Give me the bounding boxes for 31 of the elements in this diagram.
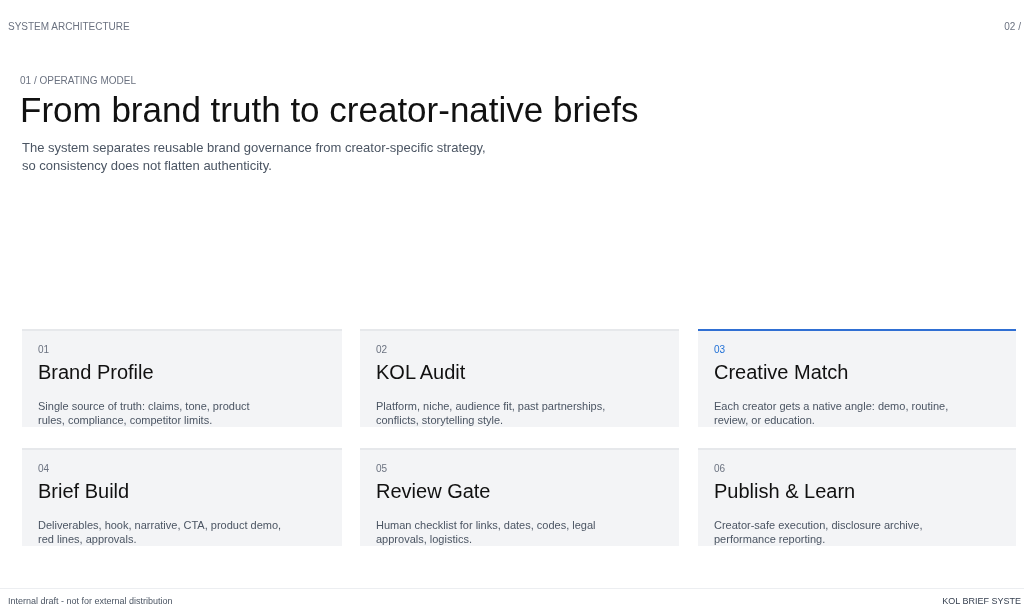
card-title: Brief Build [38, 479, 130, 503]
card-title: Review Gate [376, 479, 491, 503]
card-description: Human checklist for links, dates, codes, legal approvals, logistics. [376, 518, 597, 546]
step-card [22, 448, 342, 546]
card-description: Creator-safe execution, disclosure archive, performance reporting. [714, 518, 924, 546]
intro-paragraph: The system separates reusable brand governance from creator-specific strategy, so consistency does not flatten authenticity. [22, 139, 487, 175]
card-description: Deliverables, hook, narrative, CTA, product demo, red lines, approvals. [38, 518, 283, 546]
card-title: Publish & Learn [714, 479, 856, 503]
page-title: From brand truth to creator-native briefs [20, 90, 639, 130]
card-title: Brand Profile [38, 360, 154, 384]
card-title: Creative Match [714, 360, 849, 384]
card-title: KOL Audit [376, 360, 466, 384]
footer-label: KOL BRIEF SYSTE [942, 596, 1021, 607]
step-number: 02 [376, 344, 388, 356]
step-card [22, 329, 342, 427]
step-number: 06 [714, 463, 726, 475]
card-description: Single source of truth: claims, tone, product rules, compliance, competitor limits. [38, 399, 251, 427]
step-number: 04 [38, 463, 50, 475]
step-number: 01 [38, 344, 50, 356]
step-card [360, 329, 679, 427]
header-label: SYSTEM ARCHITECTURE [8, 21, 130, 33]
section-eyebrow: 01 / OPERATING MODEL [20, 75, 136, 87]
card-description: Each creator gets a native angle: demo, routine, review, or education. [714, 399, 950, 427]
footer-note: Internal draft - not for external distribution [8, 596, 173, 607]
step-card [360, 448, 679, 546]
step-card [698, 329, 1016, 427]
step-number: 03 [714, 344, 726, 356]
step-number: 05 [376, 463, 388, 475]
card-description: Platform, niche, audience fit, past partnerships, conflicts, storytelling style. [376, 399, 607, 427]
step-card [698, 448, 1016, 546]
page-number: 02 / [1004, 21, 1021, 33]
